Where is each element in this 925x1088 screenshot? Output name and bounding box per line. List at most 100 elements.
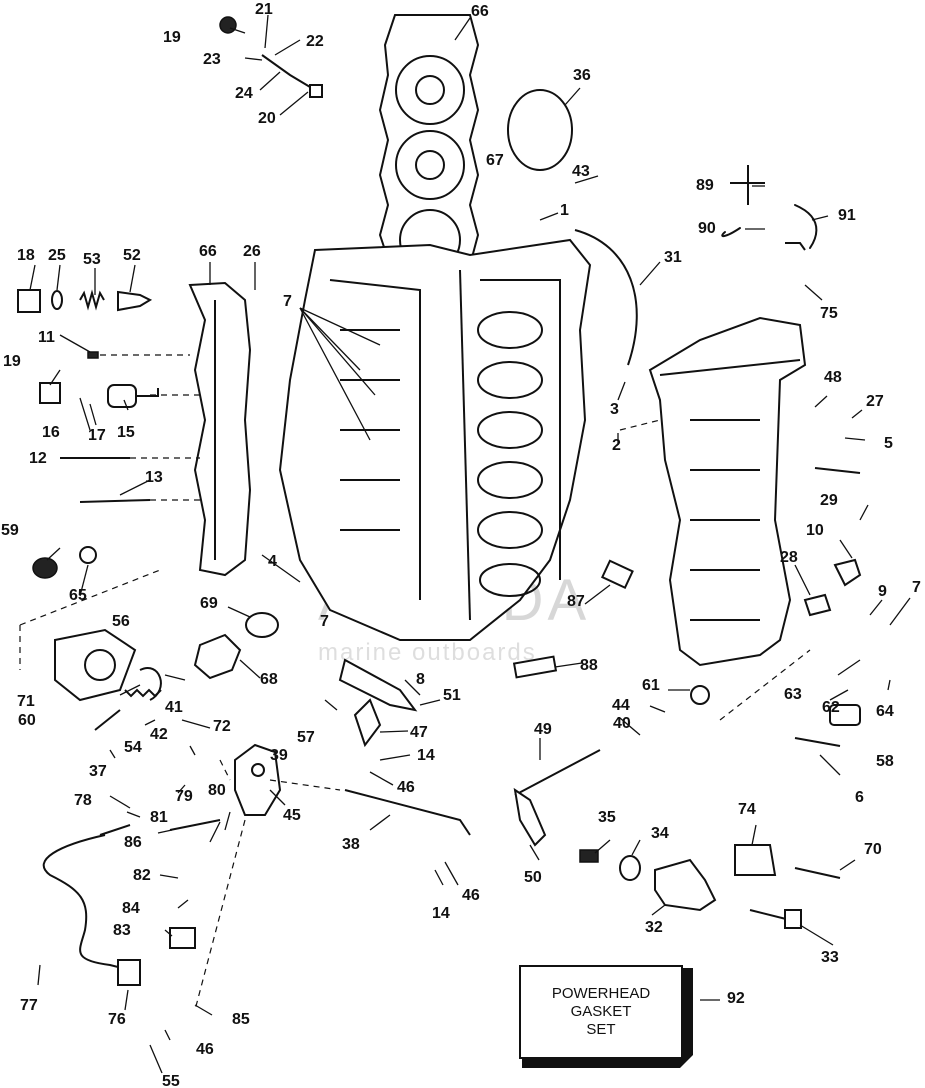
callout-50: 50 [524,869,542,886]
callout-6: 6 [855,789,864,806]
callout-31: 31 [664,249,682,266]
callout-28: 28 [780,549,798,566]
callout-10: 10 [806,522,824,539]
callout-34: 34 [651,825,669,842]
callout-68: 68 [260,671,278,688]
callout-39: 39 [270,747,288,764]
callout-71: 71 [17,693,35,710]
kit-label-line3: SET [586,1021,615,1038]
callout-82: 82 [133,867,151,884]
reference-lines [19,354,811,1011]
callout-26: 26 [243,243,261,260]
bracket-58 [829,704,861,726]
callout-86: 86 [124,834,142,851]
nut-10 [833,558,862,587]
o-ring [507,89,573,171]
seal-strip [574,229,638,366]
callout-65: 65 [69,587,87,604]
kit-label-line1: POWERHEAD [552,985,651,1002]
spring-72 [124,688,162,698]
callout-59: 59 [1,522,19,539]
callout-77: 77 [20,997,38,1014]
sensor-lead [99,819,221,836]
kit-label-line2: GASKET [571,1003,632,1020]
throttle-link [344,789,471,836]
callout-3: 3 [610,401,619,418]
callout-18: 18 [17,247,35,264]
bushing-87 [600,559,634,589]
bolt-6 [794,737,841,747]
callout-14-mid: 14 [417,747,435,764]
callout-13: 13 [145,469,163,486]
timer-base [234,743,282,816]
callout-45: 45 [283,807,301,824]
callout-76: 76 [108,1011,126,1028]
watermark-tagline: marine outboards [318,639,537,666]
callout-53: 53 [83,251,101,268]
callout-20: 20 [258,110,276,127]
callout-36: 36 [573,67,591,84]
callout-69: 69 [200,595,218,612]
callout-58: 58 [876,753,894,770]
callout-35: 35 [598,809,616,826]
callout-66-left: 66 [199,243,217,260]
switch-76 [117,959,141,986]
callout-27: 27 [866,393,884,410]
callout-81: 81 [150,809,168,826]
callout-67: 67 [486,152,504,169]
callout-43: 43 [572,163,590,180]
callout-75: 75 [820,305,838,322]
callout-40: 40 [613,715,631,732]
tee-fitting [730,165,765,205]
callout-83: 83 [113,922,131,939]
callout-49: 49 [534,721,552,738]
throttle-arm-50 [513,787,547,847]
exhaust-cover [188,281,252,577]
hose-91 [794,204,818,249]
callout-89: 89 [696,177,714,194]
hose-90 [721,227,741,238]
stud-5 [814,467,861,474]
throttle-shaft [514,749,601,796]
bolt-70 [794,867,841,879]
cylinder-head-gasket [378,14,480,271]
washer-69 [245,612,279,638]
connector-83 [169,927,196,949]
callout-42: 42 [150,726,168,743]
callout-79: 79 [175,788,193,805]
callout-23: 23 [203,51,221,68]
callout-91: 91 [838,207,856,224]
callout-7-right: 7 [912,579,921,596]
callout-48: 48 [824,369,842,386]
callout-55: 55 [162,1073,180,1088]
callout-51: 51 [443,687,461,704]
callout-7-top: 7 [283,293,292,310]
elbow-fitting [785,242,806,251]
throttle-cam [353,698,382,748]
callout-38: 38 [342,836,360,853]
callout-2: 2 [612,437,621,454]
crankcase-block [278,238,592,641]
wiring-harness [42,834,131,971]
clip-60 [94,709,121,731]
leader-lines [29,14,911,1074]
fuel-pump-parts [579,849,802,929]
callout-85: 85 [232,1011,250,1028]
nut-68 [193,633,242,680]
bushing-88 [512,655,558,679]
callout-21: 21 [255,1,273,18]
callout-29: 29 [820,492,838,509]
throttle-arm [338,658,418,712]
callout-19: 19 [163,29,181,46]
callout-8: 8 [416,671,425,688]
callout-24: 24 [235,85,253,102]
callout-87: 87 [567,593,585,610]
callout-78: 78 [74,792,92,809]
callout-37: 37 [89,763,107,780]
callout-44: 44 [612,697,630,714]
callout-7-mid: 7 [320,613,329,630]
callout-4: 4 [268,553,277,570]
callout-1: 1 [560,202,569,219]
callout-9: 9 [878,583,887,600]
